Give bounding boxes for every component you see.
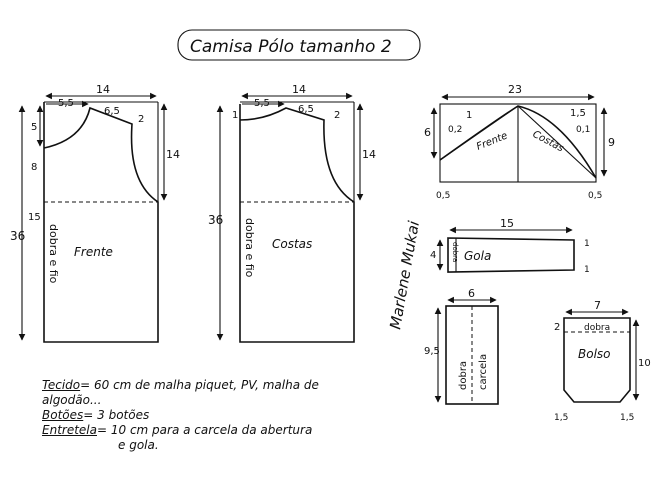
page-title: Camisa Pólo tamanho 2 [190,37,392,57]
bolso-piece-label: Bolso [578,347,611,361]
entretela-text: = 10 cm para a carcela da abertura [96,423,313,437]
title-group: Camisa Pólo tamanho 2 [177,29,421,61]
tecido-text-2: algodão... [42,393,102,407]
manga-rin-label: 0,1 [576,125,590,135]
signature: Marlene Mukai [386,219,423,331]
carcela-width-label: 6 [468,287,475,300]
botoes-label: Botões [42,408,84,422]
manga-top-label: 1 [466,110,472,121]
gola-r2-label: 1 [584,265,590,275]
carcela-height-label: 9,5 [424,346,440,357]
carcela-piece-label: carcela [478,354,489,390]
frente-armhole-label: 14 [166,148,180,161]
manga-left-diag [439,105,519,161]
costas-length-label: 36 [208,213,223,227]
bolso-piece: 7 2 dobra Bolso 10 1,5 1,5 [554,299,651,423]
costas-fold-label: dobra e fio [243,218,256,278]
manga-right-label: 9 [608,136,615,149]
carcela-fold-label: dobra [458,361,469,390]
frente-shoulder-label: 6,5 [104,106,120,117]
frente-outline [43,102,159,343]
notes-block: Tecido= 60 cm de malha piquet, PV, malha… [42,378,382,453]
botoes-row: Botões= 3 botões [42,408,382,423]
frente-length-label: 36 [10,229,25,243]
manga-piece: 23 1 1,5 6 9 0,2 0,1 Frente Costas 0,5 0… [424,83,615,201]
manga-frente-label: Frente [475,130,509,152]
entretela-text-2: e gola. [118,438,159,452]
costas-piece-label: Costas [272,237,312,251]
tecido-row: Tecido= 60 cm de malha piquet, PV, malha… [42,378,382,393]
bolso-lcorner-label: 1,5 [554,413,568,423]
botoes-text: = 3 botões [83,408,150,422]
costas-neckdepth-label: 1 [232,110,238,121]
costas-shoulder-label: 6,5 [298,104,314,115]
manga-right-diag [517,105,597,179]
gola-height-label: 4 [430,250,436,261]
bolso-fold-label: dobra [584,323,610,333]
frente-piece-label: Frente [74,245,113,259]
bolso-foldh-label: 2 [554,322,560,333]
gola-piece: 15 4 dobra Gola 1 1 [430,217,590,275]
manga-width-label: 23 [508,83,522,96]
manga-costas-label: Costas [531,129,566,154]
frente-fold-label: dobra e fio [47,224,60,284]
frente-drop-label: 2 [138,114,144,125]
costas-armhole-label: 14 [362,148,376,161]
gola-r1-label: 1 [584,239,590,249]
manga-lbottom-label: 0,5 [436,191,450,201]
title-frame [177,29,421,61]
bolso-rcorner-label: 1,5 [620,413,634,423]
manga-rbottom-label: 0,5 [588,191,602,201]
costas-outline [239,104,355,343]
entretela-row: Entretela= 10 cm para a carcela da abert… [42,423,382,438]
manga-lin-label: 0,2 [448,125,462,135]
costas-width-label: 14 [292,83,306,96]
tecido-text: = 60 cm de malha piquet, PV, malha de [80,378,319,392]
gola-outline [447,237,575,273]
bolso-height-label: 10 [638,358,651,369]
frente-neckdepth-label: 5 [31,122,37,133]
frente-piece: 14 5,5 6,5 2 5 8 14 36 15 dobra e fio Fr… [10,83,180,343]
bolso-width-label: 7 [594,299,601,312]
tecido-row-2: algodão... [42,393,382,408]
tecido-label: Tecido [42,378,81,392]
bolso-outline [563,317,631,403]
costas-neck-label: 5,5 [254,98,270,109]
gola-fold-label: dobra [451,242,459,262]
costas-drop-label: 2 [334,110,340,121]
frente-small-label: 8 [31,162,37,173]
carcela-piece: 6 9,5 dobra carcela [424,287,499,405]
gola-piece-label: Gola [464,249,491,263]
manga-mid-label: 1,5 [570,108,586,119]
frente-neck-label: 5,5 [58,98,74,109]
entretela-label: Entretela [42,423,97,437]
frente-width-label: 14 [96,83,110,96]
costas-piece: 14 5,5 6,5 2 1 14 36 dobra e fio Costas [208,83,376,343]
frente-mark15-label: 15 [28,212,41,223]
entretela-row-2: e gola. [42,438,382,453]
manga-left-label: 6 [424,126,431,139]
gola-width-label: 15 [500,217,514,230]
